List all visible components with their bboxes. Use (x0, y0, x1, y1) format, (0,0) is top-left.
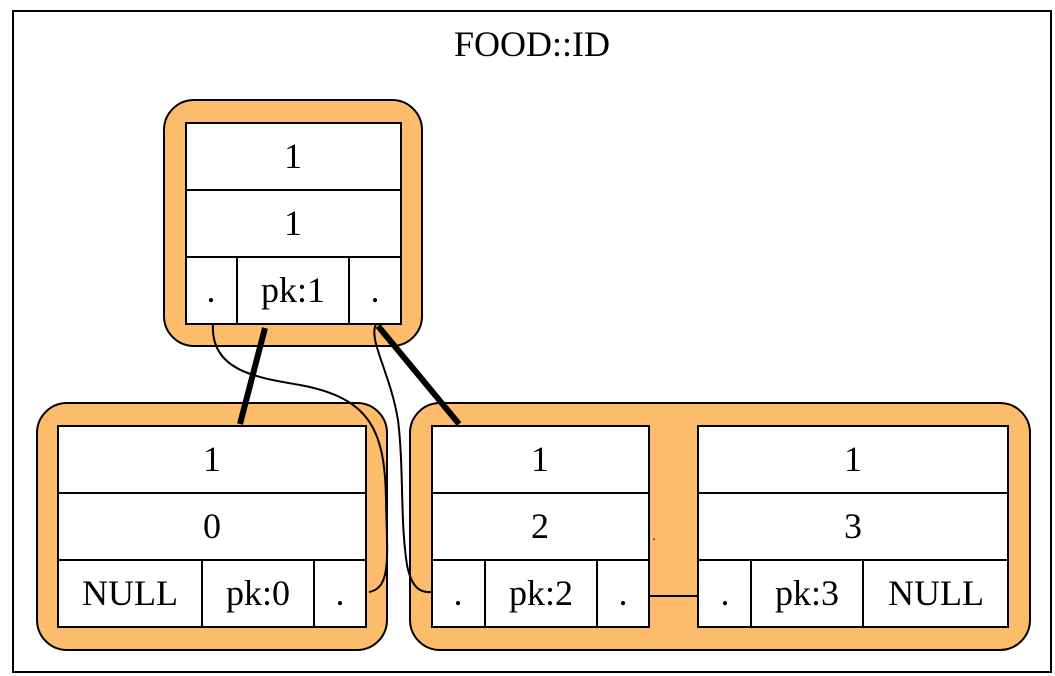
node-leaf3-right-label: NULL (888, 573, 984, 613)
node-leaf0-left-label: NULL (82, 573, 178, 613)
node-root-pk (236, 256, 350, 325)
node-leaf0-row1 (57, 425, 367, 494)
node-leaf3-row1-label: 1 (844, 439, 862, 479)
node-root-right-label: . (371, 270, 380, 310)
node-leaf0-row1-label: 1 (203, 439, 221, 479)
node-leaf0-row2 (57, 492, 367, 561)
node-leaf2-right-ptr (596, 559, 650, 628)
node-leaf-0: 1 0 NULL pk:0 . (57, 425, 367, 628)
node-leaf3-row2 (697, 492, 1009, 561)
link-root-to-leaf2-prev (373, 323, 433, 594)
node-leaf0-right-ptr (313, 559, 367, 628)
edge-root-to-leaf0 (237, 327, 268, 425)
node-leaf3-row2-label: 3 (844, 506, 862, 546)
node-leaf3-row1 (697, 425, 1009, 494)
node-leaf2-right-label: . (619, 573, 628, 613)
node-leaf2-row2 (431, 492, 650, 561)
node-leaf0-right-label: . (336, 573, 345, 613)
node-leaf0-pk (201, 559, 315, 628)
node-root-row1-label: 1 (284, 136, 302, 176)
node-leaf2-row2-label: 2 (531, 506, 549, 546)
node-leaf3-left-label: . (721, 573, 730, 613)
leaf-separator-dot: . (652, 529, 656, 544)
node-leaf2-row1-label: 1 (531, 439, 549, 479)
link-root-to-leaf0-next (211, 323, 389, 593)
node-root: 1 1 . pk:1 . (185, 122, 402, 325)
node-leaf3-right-ptr (862, 559, 1009, 628)
edge-root-to-leaf2 (375, 324, 462, 426)
node-leaf-3: 1 3 . pk:3 NULL (697, 425, 1009, 628)
node-leaf-2: 1 2 . pk:2 . (431, 425, 650, 628)
node-leaf2-row1 (431, 425, 650, 494)
node-leaf2-left-label: . (454, 573, 463, 613)
node-root-pk-label: pk:1 (261, 270, 325, 310)
node-root-row2-label: 1 (284, 203, 302, 243)
node-leaf2-pk (484, 559, 598, 628)
node-root-left-label: . (207, 270, 216, 310)
node-leaf0-left-ptr (57, 559, 203, 628)
node-leaf0-pk-label: pk:0 (226, 573, 290, 613)
node-root-left-ptr (185, 256, 238, 325)
diagram-title: FOOD::ID (454, 24, 610, 64)
node-leaf0-row2-label: 0 (203, 506, 221, 546)
node-leaf2-pk-label: pk:2 (509, 573, 573, 613)
node-leaf3-pk-label: pk:3 (775, 573, 839, 613)
